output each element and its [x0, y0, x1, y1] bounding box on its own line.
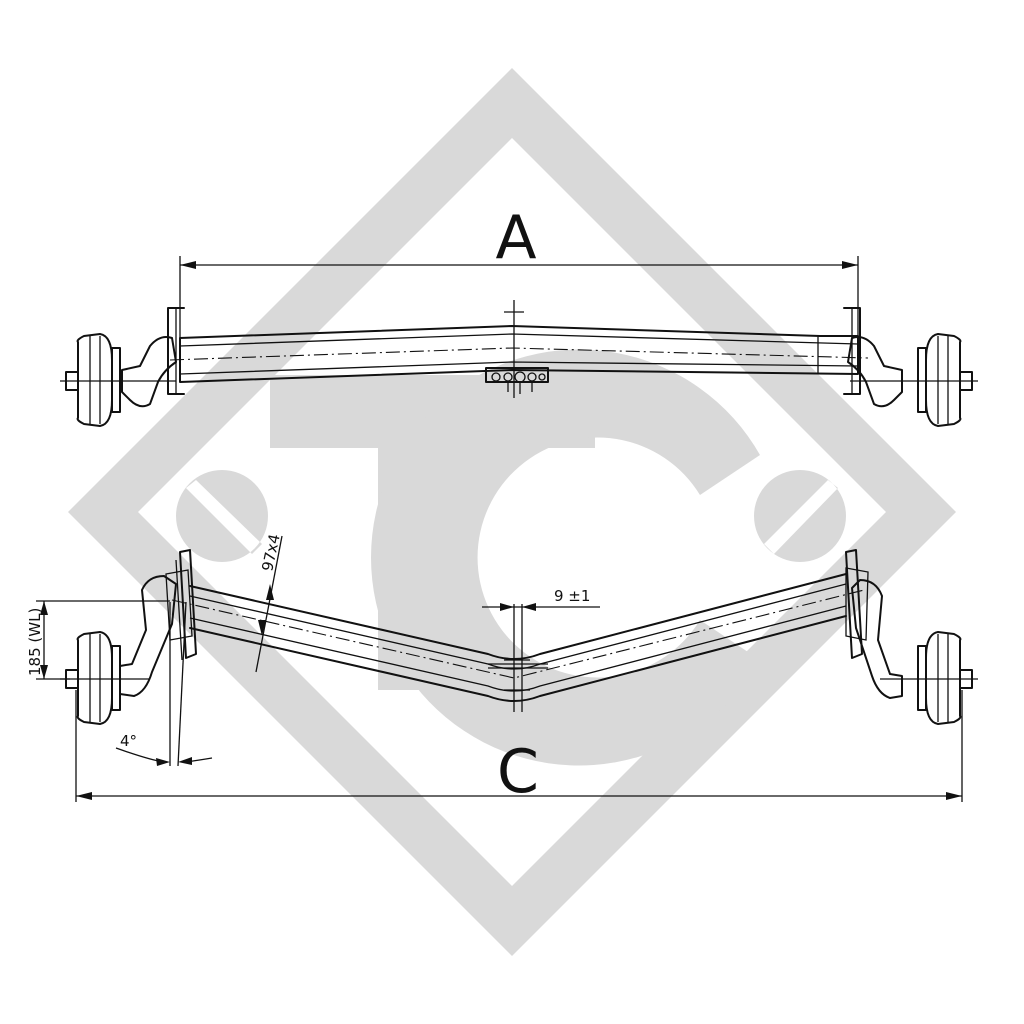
- watermark-letter-c: [371, 349, 760, 766]
- bottom-right-wheel: [880, 631, 978, 725]
- angle-label: 4°: [120, 732, 137, 750]
- top-left-knuckle: [121, 336, 177, 408]
- dimension-a-label: A: [495, 203, 536, 273]
- wheel-height-label: 185 (WL): [26, 608, 44, 676]
- offset-label: 9 ±1: [554, 587, 590, 605]
- dimension-wheel-height: 185 (WL): [26, 600, 170, 680]
- top-axle-tube: [179, 325, 859, 383]
- watermark-diamond: [68, 68, 956, 956]
- dimension-a: A: [179, 203, 859, 338]
- top-center-mount: [485, 300, 549, 398]
- top-axle-view: A: [60, 203, 978, 427]
- bottom-left-plate: [179, 549, 197, 659]
- dimension-c-label: C: [497, 737, 539, 807]
- bottom-right-plate: [845, 549, 863, 659]
- bottom-axle-view: 97x4 9 ±1 185 (WL) 4°: [26, 532, 978, 807]
- bottom-right-swing-arm: [851, 579, 903, 699]
- watermark-logo: [68, 68, 956, 956]
- top-right-knuckle: [847, 336, 903, 408]
- dimension-angle: 4°: [115, 601, 213, 767]
- watermark-dot-left: [176, 470, 268, 562]
- top-right-wheel: [850, 333, 978, 427]
- dimension-offset: 9 ±1: [482, 587, 600, 611]
- dimension-c: C: [75, 690, 963, 807]
- bottom-center-mount: [488, 604, 548, 712]
- bottom-left-wheel: [60, 631, 150, 725]
- watermark-dot-right: [754, 470, 846, 562]
- bottom-left-swing-arm: [119, 575, 177, 697]
- top-left-wheel: [60, 333, 176, 427]
